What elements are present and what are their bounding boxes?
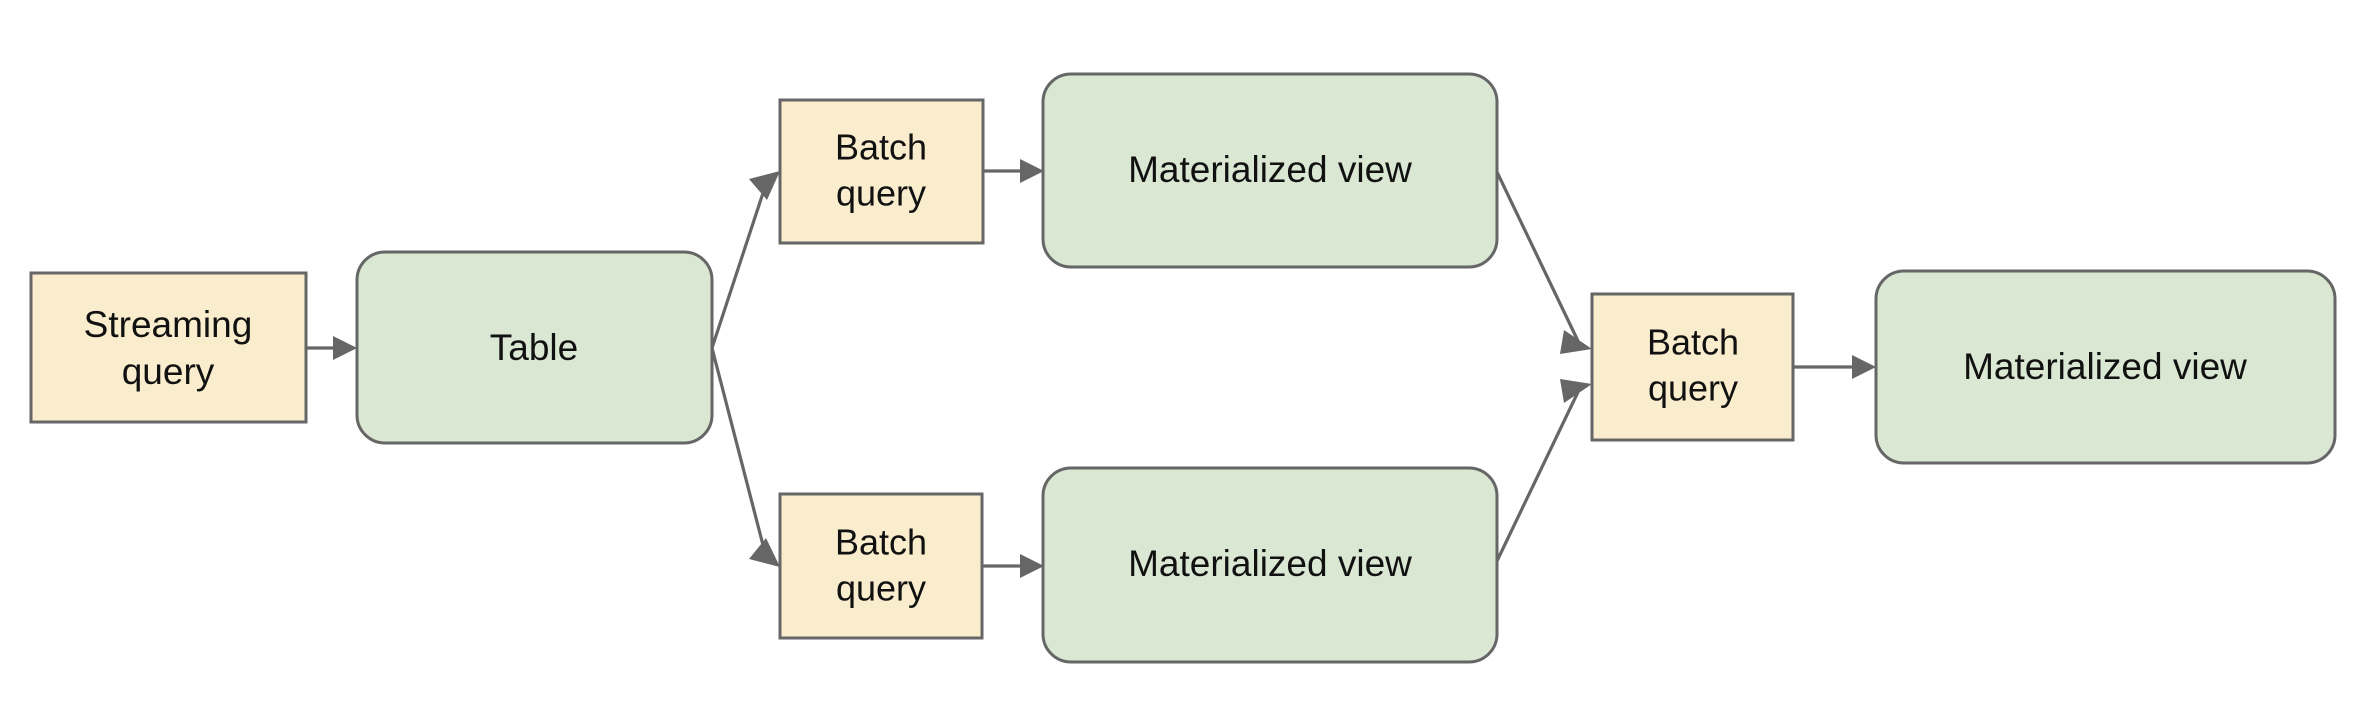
arrowhead-icon [1020, 159, 1044, 183]
node-table[interactable]: Table [355, 250, 714, 445]
node-shape[interactable] [1041, 466, 1499, 664]
node-label-line1: Batch [1647, 322, 1739, 363]
edge-line [1495, 391, 1580, 562]
node-label-line1: Batch [835, 127, 927, 168]
arrowhead-icon [1560, 330, 1592, 354]
node-label-line2: query [836, 173, 926, 214]
arrowhead-icon [333, 336, 357, 360]
node-batch-query-center[interactable]: Batch query [1590, 292, 1795, 442]
arrowhead-icon [1020, 554, 1044, 578]
node-materialized-view-top[interactable]: Materialized view [1041, 72, 1499, 269]
node-streaming-query[interactable]: Streaming query [29, 271, 308, 424]
node-shape[interactable] [1590, 292, 1795, 442]
arrowhead-icon [1560, 379, 1592, 403]
node-shape[interactable] [1874, 269, 2337, 465]
node-shape[interactable] [778, 98, 985, 245]
edge-batch-query-center-to-materialized-view-final [1793, 355, 1876, 379]
node-label-line1: Batch [835, 522, 927, 563]
edge-line [1495, 171, 1580, 342]
node-shape[interactable] [355, 250, 714, 445]
node-batch-query-top[interactable]: Batch query [778, 98, 985, 245]
edge-materialized-view-bottom-to-batch-query-center [1495, 379, 1592, 562]
edge-batch-query-top-to-materialized-view-top [983, 159, 1044, 183]
node-shape[interactable] [778, 492, 984, 640]
edge-table-to-batch-query-top [710, 171, 780, 349]
node-batch-query-bottom[interactable]: Batch query [778, 492, 984, 640]
node-label-line2: query [122, 351, 215, 392]
edge-batch-query-bottom-to-materialized-view-bottom [982, 554, 1044, 578]
node-label-line2: query [1648, 368, 1738, 409]
edge-table-to-batch-query-bottom [710, 347, 780, 567]
node-label-line2: query [836, 568, 926, 609]
node-label-line1: Streaming [84, 304, 253, 345]
edge-materialized-view-top-to-batch-query-center [1495, 171, 1592, 354]
arrowhead-icon [749, 171, 780, 200]
arrowhead-icon [749, 538, 780, 567]
node-materialized-view-bottom[interactable]: Materialized view [1041, 466, 1499, 664]
edge-line [710, 192, 765, 349]
node-label-line1: Materialized view [1128, 543, 1412, 584]
node-shape[interactable] [29, 271, 308, 424]
arrowhead-icon [1852, 355, 1876, 379]
node-materialized-view-final[interactable]: Materialized view [1874, 269, 2337, 465]
node-label-line1: Materialized view [1128, 149, 1412, 190]
node-label-line1: Materialized view [1963, 346, 2247, 387]
node-label-line1: Table [490, 327, 578, 368]
node-shape[interactable] [1041, 72, 1499, 269]
edge-streaming-query-to-table [306, 336, 357, 360]
edge-line [710, 347, 765, 546]
